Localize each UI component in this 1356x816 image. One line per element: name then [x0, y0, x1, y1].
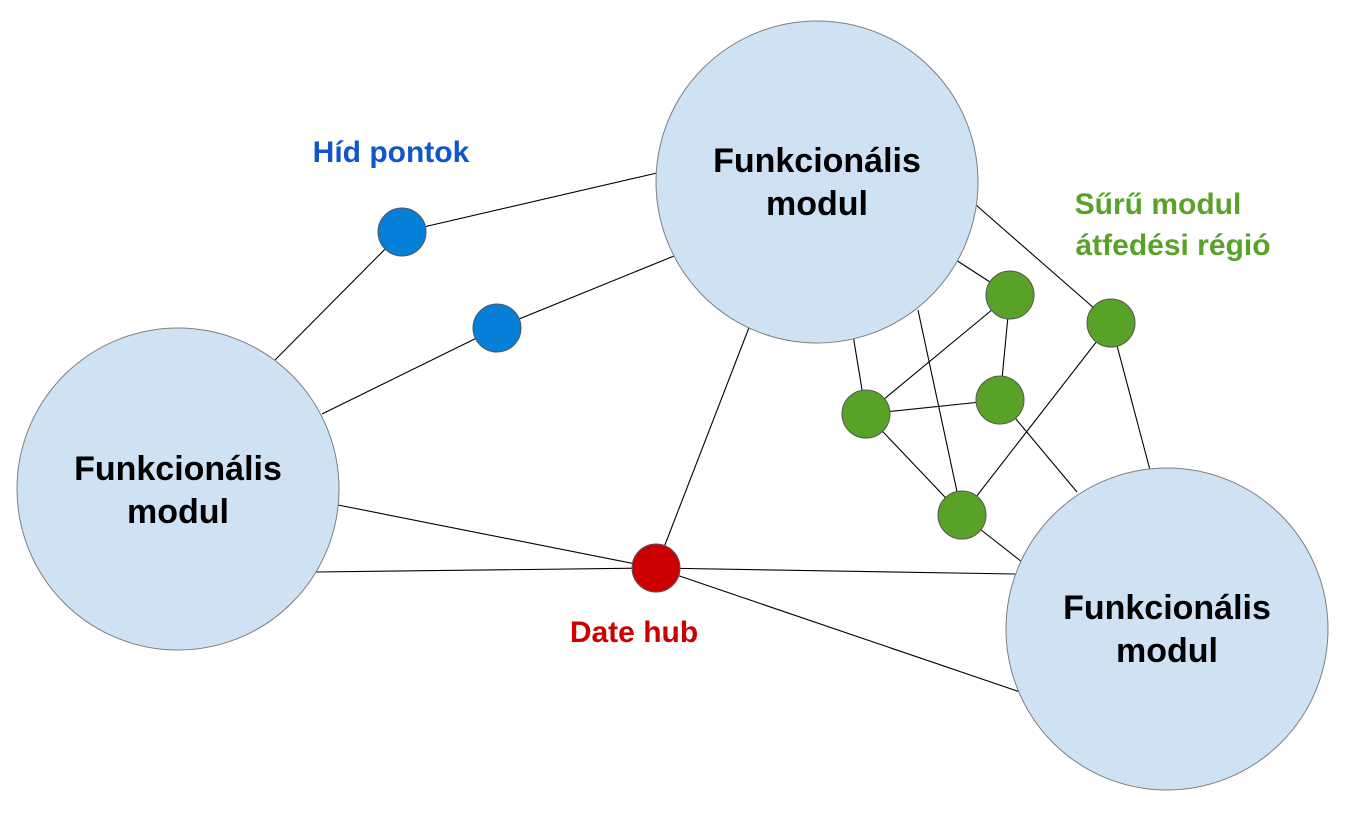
dense-nodes	[841, 270, 1136, 540]
edge-bridge2-left-module	[321, 327, 498, 415]
module-left-label-line1: Funkcionális	[74, 450, 282, 488]
edge-hub-right-module-b	[655, 567, 1021, 693]
module-left-label-line2: modul	[127, 493, 229, 531]
dense-node-2	[841, 389, 891, 439]
edge-bridge1-left-module	[274, 231, 403, 361]
module-right-label-line1: Funkcionális	[1063, 589, 1271, 627]
module-right: Funkcionális modul	[1005, 467, 1329, 791]
hub-label: Date hub	[570, 616, 698, 649]
dense-node-1	[985, 270, 1035, 320]
bridge-nodes	[377, 207, 522, 353]
dense-label-line2: átfedési régió	[1075, 229, 1270, 262]
edge-hub-right-module-a	[655, 567, 1016, 575]
edge-hub-left-module-a	[337, 504, 657, 569]
module-left-circle	[16, 327, 340, 651]
module-right-circle	[1005, 467, 1329, 791]
edge-bridge2-top-module	[496, 255, 675, 329]
edge-top-module-g5	[975, 204, 1112, 324]
edge-bridge1-top-module	[401, 172, 658, 233]
module-left: Funkcionális modul	[16, 327, 340, 651]
bridge-node-1	[377, 207, 427, 257]
edge-top-module-g4	[917, 309, 963, 516]
module-top-label-line1: Funkcionális	[713, 142, 921, 180]
bridge-node-2	[472, 303, 522, 353]
module-right-label-line2: modul	[1116, 632, 1218, 670]
edge-hub-left-module-b	[315, 567, 657, 573]
module-top-label-line2: modul	[766, 185, 868, 223]
module-top: Funkcionális modul	[655, 20, 979, 344]
edge-g1-g2	[865, 294, 1011, 415]
dense-node-5	[1086, 298, 1136, 348]
bridge-label: Híd pontok	[313, 136, 470, 169]
edge-g5-g4	[961, 322, 1112, 516]
edges	[274, 172, 1151, 693]
dense-node-3	[975, 375, 1025, 425]
dense-node-4	[937, 490, 987, 540]
edge-g5-right-module	[1110, 322, 1151, 471]
hub-node	[631, 543, 681, 593]
module-top-circle	[655, 20, 979, 344]
dense-label-line1: Sűrű modul	[1075, 188, 1242, 221]
edge-hub-top-module	[655, 324, 751, 569]
